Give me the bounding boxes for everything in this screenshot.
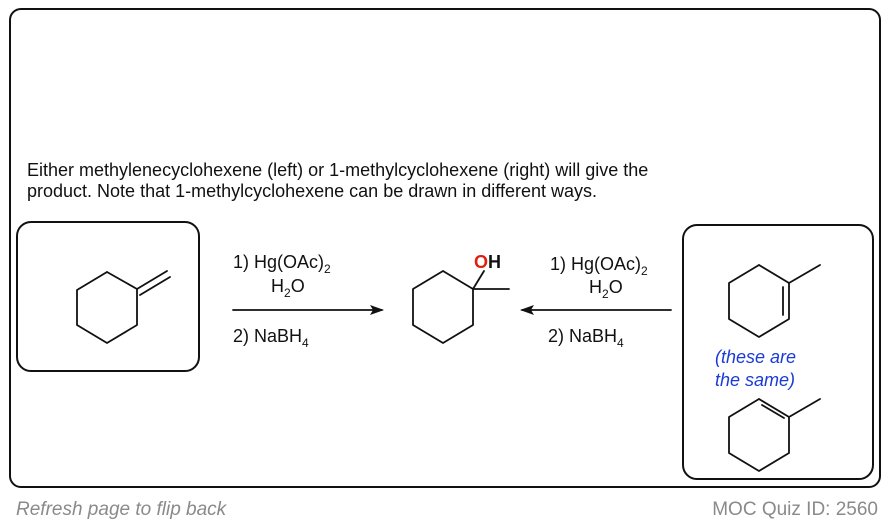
right-reagents: 1) Hg(OAc)2 H2O 2) NaBH4 [548,254,648,350]
right-reagent-step1: 1) Hg(OAc)2 [550,254,648,278]
methylcyclohexene-structure-2 [728,398,821,472]
quiz-id: MOC Quiz ID: 2560 [712,499,878,520]
right-reagent-step2: 2) NaBH4 [548,326,624,350]
starting-material-left-box [16,221,200,372]
explanation-line-2: product. Note that 1-methylcyclohexene c… [27,181,597,201]
methylcyclohexene-structure-1 [728,264,821,338]
starting-material-right-box [682,224,874,480]
quiz-card [9,8,881,488]
explanation-text: Either methylenecyclohexene (left) or 1-… [27,160,827,202]
methylenecyclohexane-structure [76,270,171,344]
same-note-line-1: (these are [715,347,796,367]
left-reagents: 1) Hg(OAc)2 H2O 2) NaBH4 [233,252,331,350]
left-reagent-step1: 1) Hg(OAc)2 [233,252,331,276]
left-reagent-step2: 2) NaBH4 [233,326,309,350]
refresh-hint: Refresh page to flip back [16,499,227,520]
same-note-line-2: the same) [715,370,795,390]
product-oxygen-label: O [474,252,488,272]
product-structure: O H [412,252,510,344]
explanation-line-1: Either methylenecyclohexene (left) or 1-… [27,160,649,180]
left-reagent-water: H2O [271,276,305,300]
product-hydrogen-label: H [488,252,501,272]
right-reagent-water: H2O [589,277,623,301]
